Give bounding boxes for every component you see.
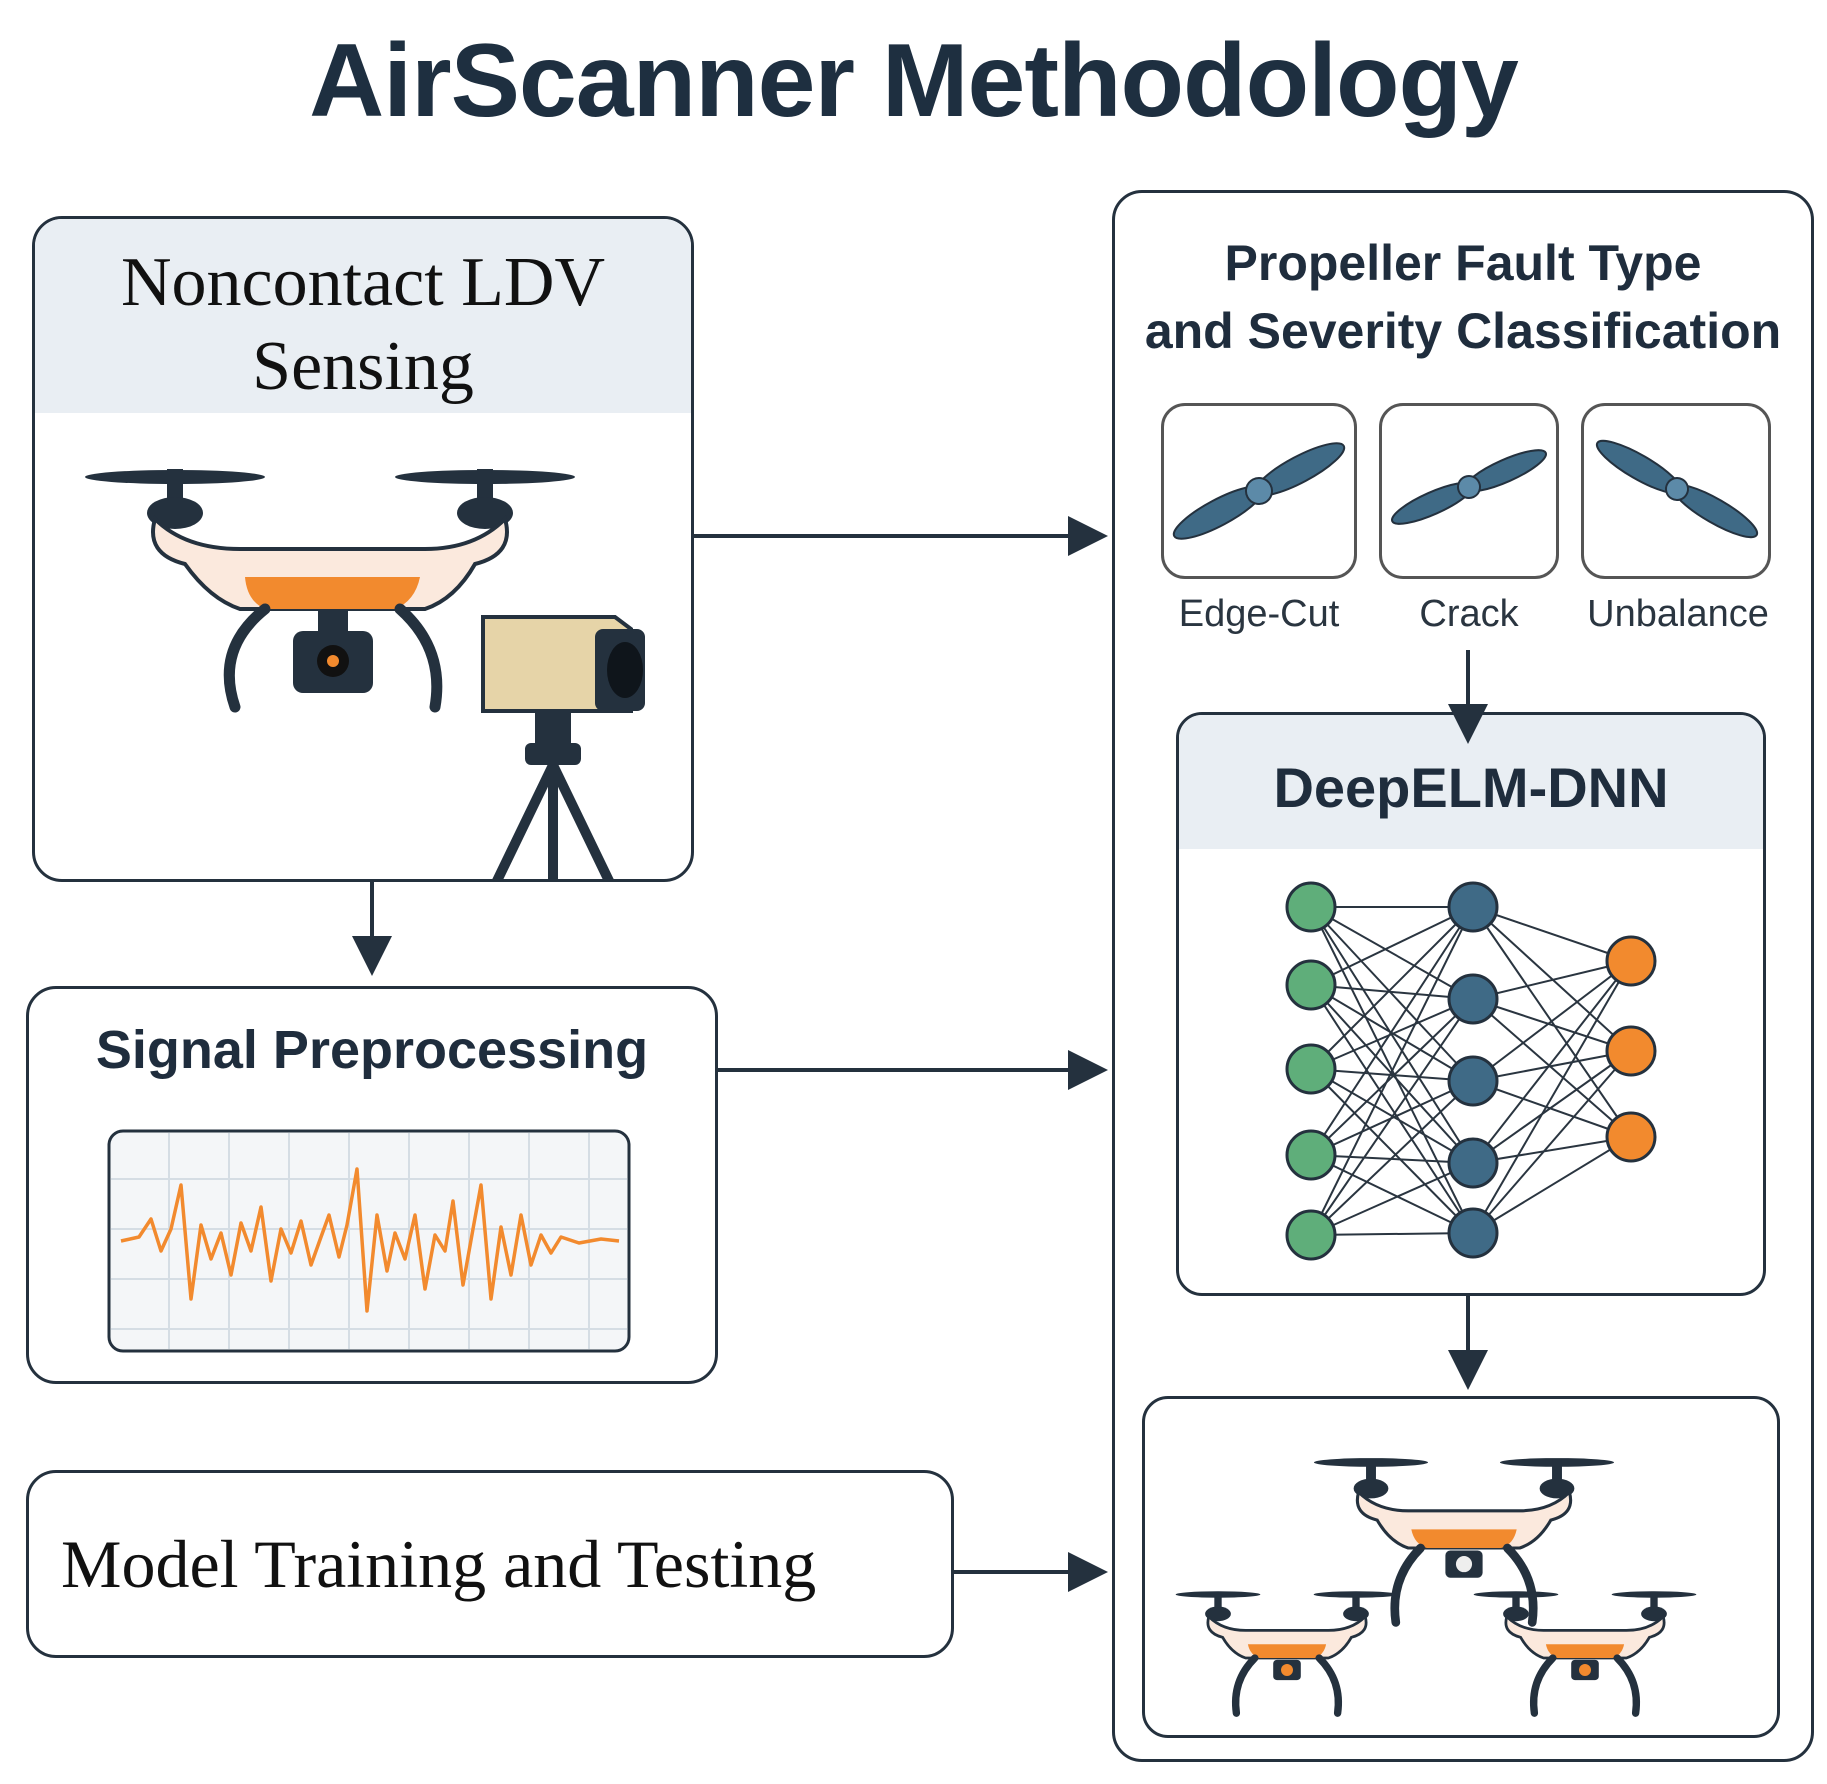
nn-edge [1310, 906, 1474, 1156]
classification-title: Propeller Fault Type and Severity Classi… [1115, 229, 1811, 365]
ldv-sensing-card: Noncontact LDV Sensing [32, 216, 694, 882]
propeller-icons [1172, 439, 1759, 540]
classification-title-line2: and Severity Classification [1144, 303, 1782, 359]
page-title: AirScanner Methodology [309, 23, 1519, 139]
nn-edge [1472, 1050, 1632, 1234]
tripod-icon [492, 711, 614, 879]
nn-edge [1472, 1050, 1632, 1164]
nn-edge [1310, 998, 1474, 1236]
fault-label-crack: Crack [1419, 593, 1519, 635]
nn-edge [1472, 998, 1632, 1052]
nn-edge [1310, 1080, 1474, 1236]
drone-fleet-illustration [1175, 1458, 1697, 1717]
nn-edge [1310, 906, 1474, 1082]
nn-node-layer-0 [1285, 1043, 1337, 1095]
nn-edge [1472, 1050, 1632, 1082]
ldv-header [35, 219, 691, 413]
nn-edge [1310, 906, 1474, 1236]
training-title: Model Training and Testing [61, 1526, 817, 1602]
nn-node-layer-2 [1605, 1025, 1657, 1077]
nn-edge [1310, 984, 1474, 1000]
nn-edge [1472, 906, 1632, 962]
nn-node-layer-0 [1285, 1129, 1337, 1181]
drone-icon [85, 469, 575, 713]
dnn-title: DeepELM-DNN [1273, 756, 1669, 819]
nn-edge [1310, 1162, 1474, 1236]
nn-edge [1472, 1080, 1632, 1138]
ldv-title: Noncontact LDV Sensing [35, 241, 691, 409]
ldv-camera-icon [481, 615, 645, 713]
model-training-card: Model Training and Testing [26, 1470, 954, 1658]
nn-edge [1310, 906, 1474, 986]
nn-edge [1472, 1136, 1632, 1234]
fault-label-edge-cut: Edge-Cut [1178, 593, 1340, 635]
ldv-illustration [85, 469, 645, 879]
fault-label-unbalance: Unbalance [1587, 593, 1769, 635]
nn-edge [1472, 1136, 1632, 1164]
deepelm-dnn-card: DeepELM-DNN [1176, 712, 1766, 1296]
nn-edge [1472, 960, 1632, 1234]
drone-icon [1313, 1458, 1615, 1627]
nn-edge [1310, 998, 1474, 1070]
nn-edge [1310, 984, 1474, 1234]
nn-edge [1310, 906, 1474, 1000]
nn-node-layer-1 [1447, 1055, 1499, 1107]
nn-edge [1310, 906, 1474, 1070]
nn-node-layer-1 [1447, 1207, 1499, 1259]
nn-node-layer-2 [1605, 935, 1657, 987]
nn-edge [1310, 1232, 1474, 1236]
nn-node-layer-0 [1285, 1209, 1337, 1261]
nn-edge [1310, 1068, 1474, 1234]
nn-edge [1472, 960, 1632, 1000]
propeller-icon [1172, 442, 1346, 540]
propeller-icon [1595, 439, 1759, 539]
nn-edge [1472, 998, 1632, 1138]
neural-network-icon [1285, 881, 1657, 1261]
ldv-title-line2: Sensing [252, 328, 474, 405]
propeller-icon [1391, 449, 1547, 525]
preprocessing-title: Signal Preprocessing [95, 1020, 649, 1080]
nn-node-layer-0 [1285, 881, 1337, 933]
nn-edge [1310, 1154, 1474, 1234]
nn-node-layer-1 [1447, 1137, 1499, 1189]
waveform-icon [107, 1129, 631, 1353]
nn-edge [1472, 960, 1632, 1082]
signal-preprocessing-card: Signal Preprocessing [26, 986, 718, 1384]
drone-fleet-card [1142, 1396, 1780, 1738]
nn-node-layer-2 [1605, 1111, 1657, 1163]
nn-node-layer-1 [1447, 881, 1499, 933]
drone-icon [1175, 1591, 1399, 1717]
nn-edge [1310, 1068, 1474, 1082]
ldv-title-line1: Noncontact LDV [120, 244, 606, 321]
nn-edge [1472, 960, 1632, 1164]
nn-node-layer-0 [1285, 959, 1337, 1011]
drone-icon [1473, 1591, 1697, 1717]
nn-node-layer-1 [1447, 973, 1499, 1025]
classification-title-line1: Propeller Fault Type [1224, 235, 1702, 291]
nn-edge [1310, 998, 1474, 1156]
